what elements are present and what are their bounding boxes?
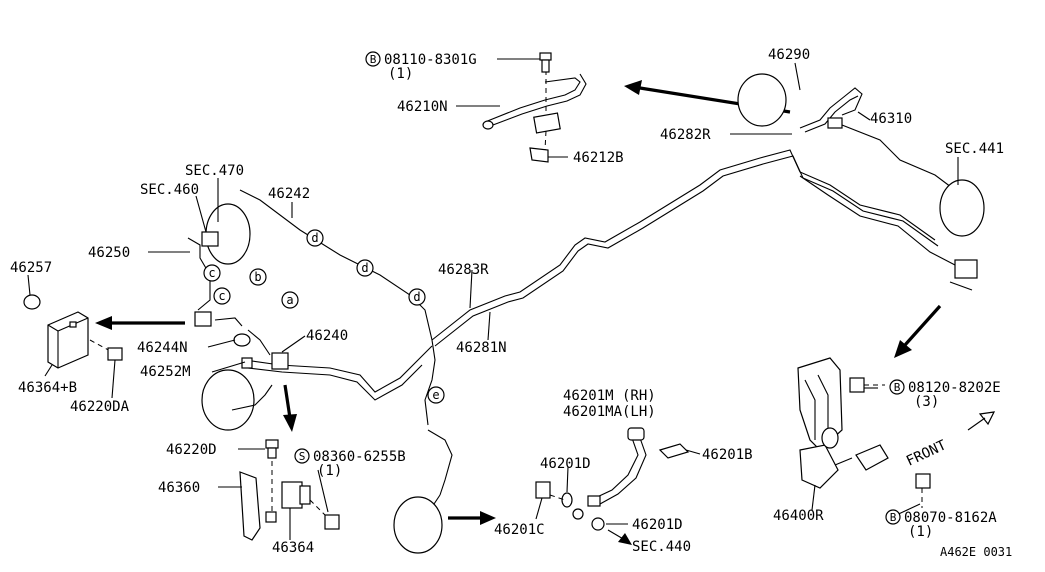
label-46250: 46250 <box>88 245 130 261</box>
label-46212B: 46212B <box>573 150 624 166</box>
marker-d-1: d <box>306 229 324 247</box>
svg-text:B: B <box>370 53 377 66</box>
callout-b08070: B 08070-8162A (1) <box>885 509 997 540</box>
hose-46310 <box>799 87 956 191</box>
svg-text:(1): (1) <box>388 66 413 82</box>
caliper-front <box>393 496 443 554</box>
label-46283R: 46283R <box>438 262 489 278</box>
marker-e: e <box>427 386 445 404</box>
callout-s08360: S 08360-6255B (1) <box>294 448 406 479</box>
arrow-to-46360 <box>283 384 297 432</box>
bolt-46220DA <box>89 339 123 361</box>
label-sec460: SEC.460 <box>140 182 199 198</box>
svg-text:B: B <box>894 381 901 394</box>
label-46310: 46310 <box>870 111 912 127</box>
front-direction-arrow <box>967 411 996 431</box>
label-46244N: 46244N <box>137 340 188 356</box>
svg-text:d: d <box>413 290 420 304</box>
part-46257 <box>23 294 41 310</box>
label-46220D: 46220D <box>166 442 217 458</box>
label-46240: 46240 <box>306 328 348 344</box>
label-sec441: SEC.441 <box>945 141 1004 157</box>
arrow-to-sec440 <box>607 529 632 545</box>
label-sec470: SEC.470 <box>185 163 244 179</box>
bracket-46360 <box>239 439 340 541</box>
washers-46201D <box>561 492 605 531</box>
svg-text:08360-6255B: 08360-6255B <box>313 449 406 465</box>
arrow-to-46400R <box>894 304 942 358</box>
callout-b08120: B 08120-8202E (3) <box>889 379 1001 410</box>
marker-d-2: d <box>356 259 374 277</box>
svg-text:e: e <box>432 388 439 402</box>
svg-text:a: a <box>286 293 293 307</box>
svg-text:(1): (1) <box>317 463 342 479</box>
label-46364: 46364 <box>272 540 314 556</box>
marker-c-1: c <box>203 264 221 282</box>
label-46201B: 46201B <box>702 447 753 463</box>
label-46201C: 46201C <box>494 522 545 538</box>
label-46252M: 46252M <box>140 364 191 380</box>
label-46201M: 46201M (RH) <box>563 388 656 404</box>
tube-46210N <box>482 52 587 163</box>
label-46360: 46360 <box>158 480 200 496</box>
marker-c-2: c <box>213 287 231 305</box>
drum-46290 <box>737 73 787 127</box>
svg-text:(1): (1) <box>908 524 933 540</box>
drum-front-left <box>201 369 273 431</box>
label-46400R: 46400R <box>773 508 824 524</box>
bracket-46250 <box>187 237 251 347</box>
label-46282R: 46282R <box>660 127 711 143</box>
svg-text:08110-8301G: 08110-8301G <box>384 52 477 68</box>
svg-text:c: c <box>218 289 225 303</box>
label-46257: 46257 <box>10 260 52 276</box>
svg-text:c: c <box>208 266 215 280</box>
label-46220DA: 46220DA <box>70 399 130 415</box>
label-46281N: 46281N <box>456 340 507 356</box>
master-cylinder-sec460 <box>201 203 251 265</box>
callout-b08110: B 08110-8301G (1) <box>365 51 477 82</box>
svg-text:08120-8202E: 08120-8202E <box>908 380 1001 396</box>
clip-46201B <box>658 443 690 459</box>
label-46201MA: 46201MA(LH) <box>563 404 656 420</box>
caliper-46400R <box>797 357 931 508</box>
label-46201D-lower: 46201D <box>632 517 683 533</box>
svg-text:08070-8162A: 08070-8162A <box>904 510 997 526</box>
label-46201D-upper: 46201D <box>540 456 591 472</box>
svg-text:b: b <box>254 270 261 284</box>
label-sec440: SEC.440 <box>632 539 691 555</box>
arrow-to-caliper <box>448 511 496 525</box>
main-brake-line-46283R <box>431 149 956 347</box>
marker-b: b <box>249 268 267 286</box>
svg-text:(3): (3) <box>914 394 939 410</box>
leader-lines <box>27 58 959 540</box>
rear-junction <box>949 259 978 291</box>
marker-a: a <box>281 291 299 309</box>
marker-d-3: d <box>408 288 426 306</box>
label-front: FRONT <box>904 437 949 470</box>
svg-text:d: d <box>311 231 318 245</box>
svg-text:B: B <box>890 511 897 524</box>
bolt-46201C <box>535 481 566 501</box>
label-46242: 46242 <box>268 186 310 202</box>
svg-text:S: S <box>299 450 306 463</box>
label-46210N: 46210N <box>397 99 448 115</box>
label-46290: 46290 <box>768 47 810 63</box>
label-46364B: 46364+B <box>18 380 77 396</box>
hose-46201M <box>587 427 647 507</box>
diagram-code: A462E 0031 <box>940 545 1012 559</box>
drum-sec441 <box>939 179 985 237</box>
arrow-to-46257 <box>95 316 185 330</box>
connector-46240 <box>241 329 289 370</box>
svg-text:d: d <box>361 261 368 275</box>
block-46364B <box>47 311 89 369</box>
